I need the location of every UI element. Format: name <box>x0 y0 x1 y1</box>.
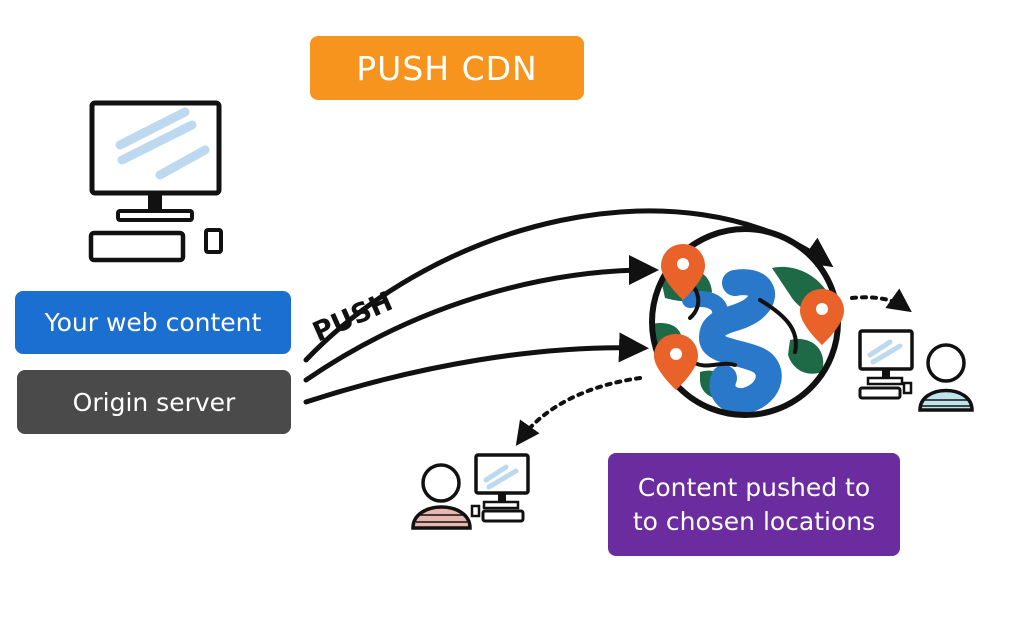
desktop-computer-icon <box>470 453 530 523</box>
origin-server-label: Origin server <box>72 387 236 417</box>
globe-icon <box>649 226 841 418</box>
web-content-label: Your web content <box>44 308 262 337</box>
push-label: PUSH <box>308 286 397 348</box>
note-line-1: Content pushed to <box>637 472 871 502</box>
note-line-2: to chosen locations <box>632 506 876 536</box>
location-pin-icon <box>800 289 844 345</box>
location-pin-icon <box>654 334 698 390</box>
desktop-computer-icon <box>858 329 914 400</box>
web-content-badge: Your web content <box>15 291 291 354</box>
delivery-arrows <box>515 288 912 446</box>
desktop-computer-icon <box>88 100 223 263</box>
title-badge: PUSH CDN <box>310 36 584 100</box>
note-badge: Content pushed to to chosen locations <box>608 453 900 556</box>
location-pin-icon <box>661 244 705 300</box>
user-icon <box>411 463 472 530</box>
user-icon <box>918 343 974 412</box>
title-text: PUSH CDN <box>356 48 538 88</box>
origin-server-badge: Origin server <box>17 370 291 434</box>
